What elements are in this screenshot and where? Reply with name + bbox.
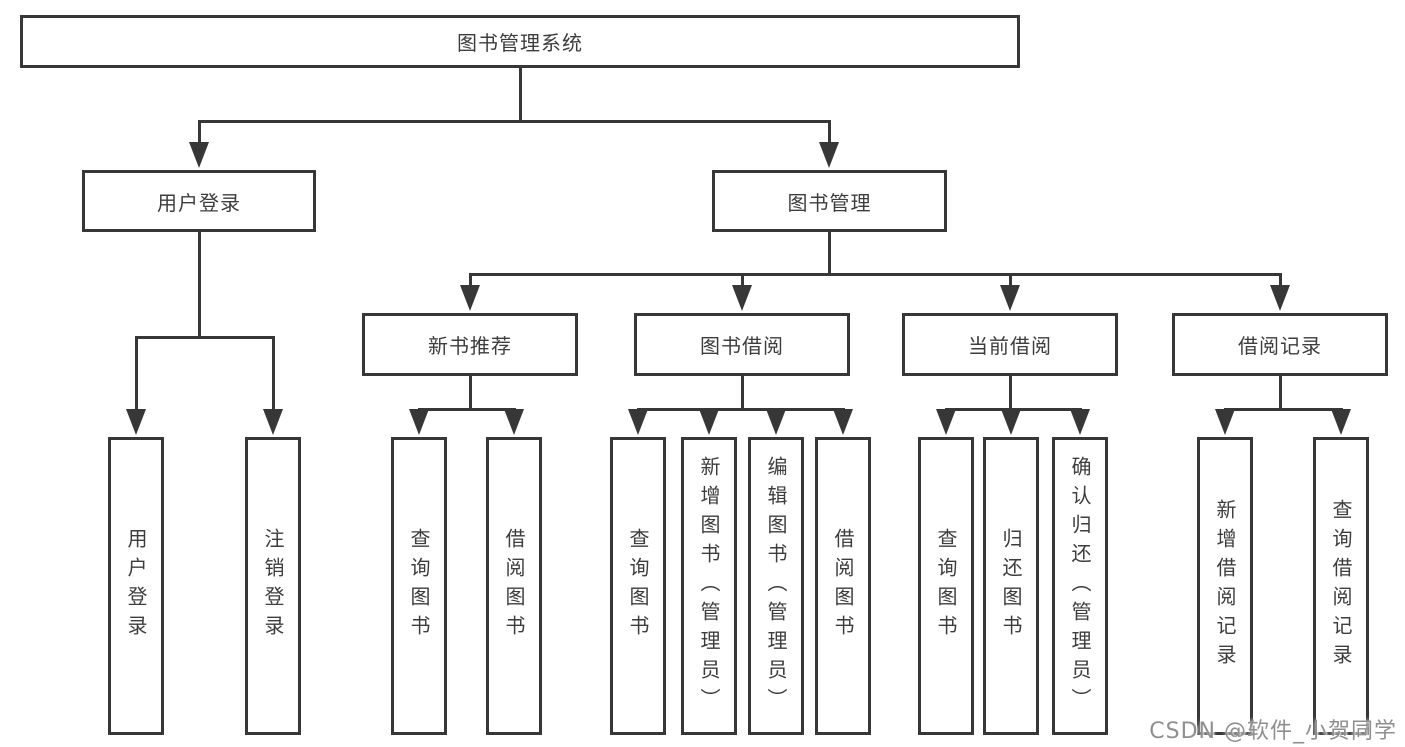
- leaf-records-add-record-label: 新增借阅记录: [1213, 499, 1237, 673]
- arrowhead-borrow-query-icon: [628, 409, 648, 435]
- node-book-management: 图书管理: [712, 170, 947, 232]
- watermark: CSDN @软件_小贺同学: [1149, 719, 1397, 744]
- connector-new-book-stem: [469, 376, 472, 411]
- connector-book-borrow-hbar: [637, 408, 845, 411]
- node-book-management-label: 图书管理: [787, 190, 872, 215]
- connector-user-login-stem: [198, 232, 201, 339]
- leaf-borrow-edit-books-admin-label: 编辑图书（管理员）: [764, 455, 788, 717]
- leaf-borrow-query-books-label: 查询图书: [626, 528, 650, 644]
- node-library-system: 图书管理系统: [20, 15, 1020, 68]
- arrowhead-current-confirm-icon: [1070, 409, 1090, 435]
- arrowhead-newbook-query-icon: [409, 409, 429, 435]
- node-book-borrow: 图书借阅: [634, 313, 850, 376]
- leaf-borrow-add-books-admin: 新增图书（管理员）: [681, 437, 737, 735]
- leaf-records-query-record: 查询借阅记录: [1313, 437, 1369, 735]
- leaf-user-login-label: 用户登录: [124, 528, 148, 644]
- arrowhead-current-query-icon: [936, 409, 956, 435]
- leaf-user-login: 用户登录: [108, 437, 164, 735]
- arrowhead-leaf-logout-icon: [263, 409, 283, 435]
- node-user-login-label: 用户登录: [157, 190, 241, 215]
- node-borrow-records: 借阅记录: [1172, 313, 1388, 376]
- leaf-logout-label: 注销登录: [261, 528, 285, 644]
- connector-to-book-management: [828, 120, 831, 148]
- connector-borrow-records-hbar: [1224, 408, 1343, 411]
- leaf-current-query-books: 查询图书: [918, 437, 974, 735]
- arrowhead-newbook-borrow-icon: [504, 409, 524, 435]
- arrowhead-current-return-icon: [1001, 409, 1021, 435]
- arrowhead-leaf-user-login-icon: [126, 409, 146, 435]
- leaf-borrow-query-books: 查询图书: [610, 437, 666, 735]
- arrowhead-book-management-icon: [819, 142, 839, 168]
- leaf-records-query-record-label: 查询借阅记录: [1329, 499, 1353, 673]
- arrowhead-book-borrow-icon: [732, 285, 752, 311]
- connector-user-login-hbar: [135, 336, 275, 339]
- arrowhead-borrow-borrow-icon: [833, 409, 853, 435]
- node-current-borrow-label: 当前借阅: [968, 334, 1052, 358]
- node-user-login: 用户登录: [82, 170, 316, 232]
- connector-book-management-hbar: [469, 273, 1282, 276]
- leaf-borrow-borrow-books-label: 借阅图书: [831, 528, 855, 644]
- leaf-newbook-query-books: 查询图书: [391, 437, 447, 735]
- node-current-borrow: 当前借阅: [902, 313, 1118, 376]
- node-borrow-records-label: 借阅记录: [1238, 334, 1322, 358]
- connector-borrow-records-stem: [1279, 376, 1282, 411]
- arrowhead-new-book-recommend-icon: [460, 285, 480, 311]
- connector-current-borrow-stem: [1009, 376, 1012, 411]
- connector-root-hbar: [198, 120, 831, 123]
- arrowhead-borrow-records-icon: [1270, 285, 1290, 311]
- connector-to-current-borrow: [1009, 273, 1012, 289]
- arrowhead-current-borrow-icon: [1000, 285, 1020, 311]
- arrowhead-records-add-icon: [1215, 409, 1235, 435]
- connector-root-stem: [519, 68, 522, 123]
- leaf-borrow-add-books-admin-label: 新增图书（管理员）: [697, 455, 721, 717]
- leaf-current-query-books-label: 查询图书: [934, 528, 958, 644]
- node-book-borrow-label: 图书借阅: [700, 334, 784, 358]
- arrowhead-borrow-edit-icon: [766, 409, 786, 435]
- leaf-newbook-borrow-books: 借阅图书: [486, 437, 542, 735]
- connector-to-leaf-logout: [272, 336, 275, 414]
- connector-to-borrow-records: [1279, 273, 1282, 289]
- leaf-newbook-borrow-books-label: 借阅图书: [502, 528, 526, 644]
- leaf-current-confirm-return-admin-label: 确认归还（管理员）: [1068, 455, 1092, 717]
- connector-to-leaf-user-login: [135, 336, 138, 414]
- arrowhead-borrow-add-icon: [699, 409, 719, 435]
- connector-book-management-stem: [828, 232, 831, 276]
- leaf-records-add-record: 新增借阅记录: [1197, 437, 1253, 735]
- node-library-system-label: 图书管理系统: [457, 31, 583, 55]
- leaf-logout: 注销登录: [245, 437, 301, 735]
- node-new-book-recommend: 新书推荐: [362, 313, 578, 376]
- leaf-current-return-books: 归还图书: [983, 437, 1039, 735]
- connector-book-borrow-stem: [741, 376, 744, 411]
- arrowhead-records-query-icon: [1331, 409, 1351, 435]
- leaf-current-confirm-return-admin: 确认归还（管理员）: [1052, 437, 1108, 735]
- connector-to-book-borrow: [741, 273, 744, 289]
- leaf-current-return-books-label: 归还图书: [999, 528, 1023, 644]
- node-new-book-recommend-label: 新书推荐: [428, 334, 512, 358]
- connector-to-new-book-recommend: [469, 273, 472, 289]
- leaf-newbook-query-books-label: 查询图书: [407, 528, 431, 644]
- connector-to-user-login: [198, 120, 201, 148]
- arrowhead-user-login-icon: [189, 142, 209, 168]
- connector-new-book-hbar: [418, 408, 516, 411]
- leaf-borrow-borrow-books: 借阅图书: [815, 437, 871, 735]
- leaf-borrow-edit-books-admin: 编辑图书（管理员）: [748, 437, 804, 735]
